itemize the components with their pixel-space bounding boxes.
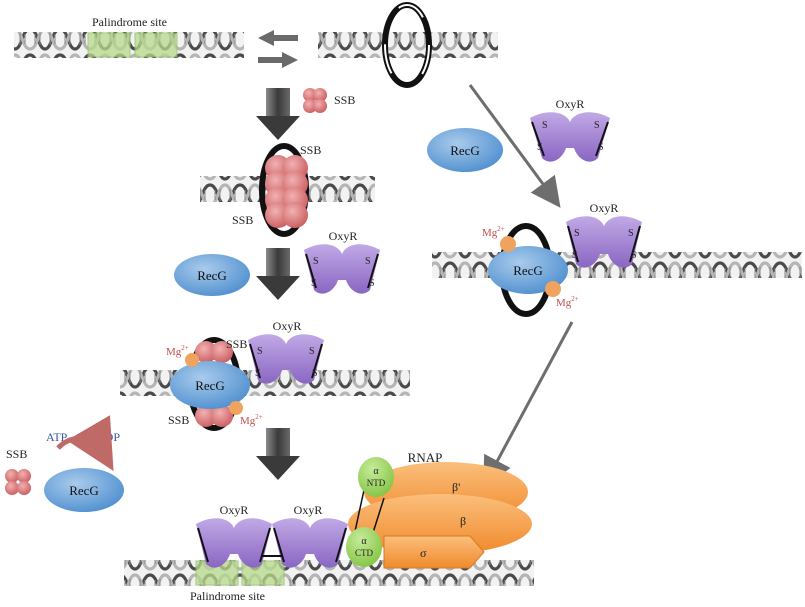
mg-label: Mg2+ [166, 344, 189, 358]
oxyr-label-left: OxyR [329, 229, 358, 243]
oxyr-protein-bottom-2 [272, 518, 348, 568]
ssb-protein-cluster [265, 155, 308, 228]
oxyr-label-right-complex: OxyR [590, 201, 619, 215]
ssb-label: SSB [168, 413, 189, 427]
recg-protein [488, 246, 568, 294]
mg-ion [545, 281, 561, 297]
dna-helix-top-right [318, 2, 498, 88]
oxyr-protein-upper-right [530, 112, 610, 162]
mg-label: Mg2+ [482, 225, 505, 239]
sulfur-label: S [369, 278, 375, 289]
recg-protein [174, 254, 250, 296]
sulfur-label: S [628, 228, 634, 239]
block-down-arrow-icon [256, 248, 300, 300]
mg-label: Mg2+ [556, 295, 579, 309]
dna-helix-top-left [14, 32, 244, 58]
curved-arrow-icon [56, 415, 114, 471]
rnap-complex [348, 462, 532, 569]
recg-protein [44, 468, 124, 512]
ssb-label: SSB [6, 447, 27, 461]
ssb-label: SSB [300, 143, 321, 157]
oxyr-label-bottom-2: OxyR [294, 503, 323, 517]
sulfur-label: S [255, 368, 261, 379]
mg-label: Mg2+ [240, 413, 263, 427]
recg-protein [170, 361, 250, 409]
sulfur-label: S [594, 120, 600, 131]
sulfur-label: S [572, 250, 578, 261]
diagonal-arrow-icon [468, 84, 561, 208]
sulfur-label: S [257, 346, 263, 357]
beta-prime-label: β' [452, 480, 460, 494]
ntd-label: NTD [367, 478, 386, 488]
recg-label-upper-right: RecG [450, 143, 480, 158]
ssb-label: SSB [226, 337, 247, 351]
beta-label: β [460, 514, 466, 528]
adp-label: ADP [96, 430, 120, 444]
ssb-protein-cluster [195, 341, 233, 427]
alpha-label: α [361, 536, 367, 547]
sulfur-label: S [309, 346, 315, 357]
palindrome-site-label-top: Palindrome site [92, 15, 167, 29]
ssb-protein-cluster [5, 469, 31, 495]
ssb-protein-cluster [303, 88, 327, 113]
oxyr-protein-left [304, 244, 380, 294]
diagonal-arrow-icon [483, 321, 574, 488]
atp-label: ATP [46, 430, 68, 444]
sulfur-label: S [598, 142, 604, 153]
block-down-arrow-icon [256, 88, 300, 140]
ssb-label: SSB [334, 93, 355, 107]
recg-label-bottom-left: RecG [69, 483, 99, 498]
alpha-label: α [373, 466, 379, 477]
oxyr-label-bottom-1: OxyR [220, 503, 249, 517]
block-down-arrow-icon [256, 428, 300, 480]
ctd-label: CTD [355, 548, 374, 558]
recg-label-left: RecG [197, 268, 227, 283]
alpha-linker [371, 497, 385, 537]
palindrome-site-label-bottom: Palindrome site [190, 589, 265, 603]
mg-ion [500, 236, 516, 252]
sulfur-label: S [313, 256, 319, 267]
alpha-linker [353, 489, 365, 537]
mg-ion [229, 401, 243, 415]
sulfur-label: S [631, 250, 637, 261]
sulfur-label: S [312, 368, 318, 379]
mg-ion [185, 353, 199, 367]
alpha-ctd-subunit [346, 527, 382, 567]
oxyr-protein-right-complex [566, 216, 642, 268]
rnap-label: RNAP [408, 450, 443, 465]
alpha-ntd-subunit [358, 457, 394, 497]
recg-protein [427, 128, 503, 172]
oxyr-label-upper-right: OxyR [556, 97, 585, 111]
sulfur-label: S [311, 278, 317, 289]
sulfur-label: S [542, 120, 548, 131]
recg-label-right-complex: RecG [513, 263, 543, 278]
ssb-label: SSB [232, 213, 253, 227]
oxyr-protein-middle [248, 334, 324, 384]
sulfur-label: S [574, 228, 580, 239]
oxyr-protein-bottom-1 [196, 518, 272, 568]
recg-label-middle: RecG [195, 378, 225, 393]
sulfur-label: S [537, 142, 543, 153]
sigma-label: σ [420, 546, 427, 560]
double-arrow-equilibrium-icon [258, 30, 298, 68]
sulfur-label: S [365, 256, 371, 267]
oxyr-label-middle: OxyR [273, 319, 302, 333]
